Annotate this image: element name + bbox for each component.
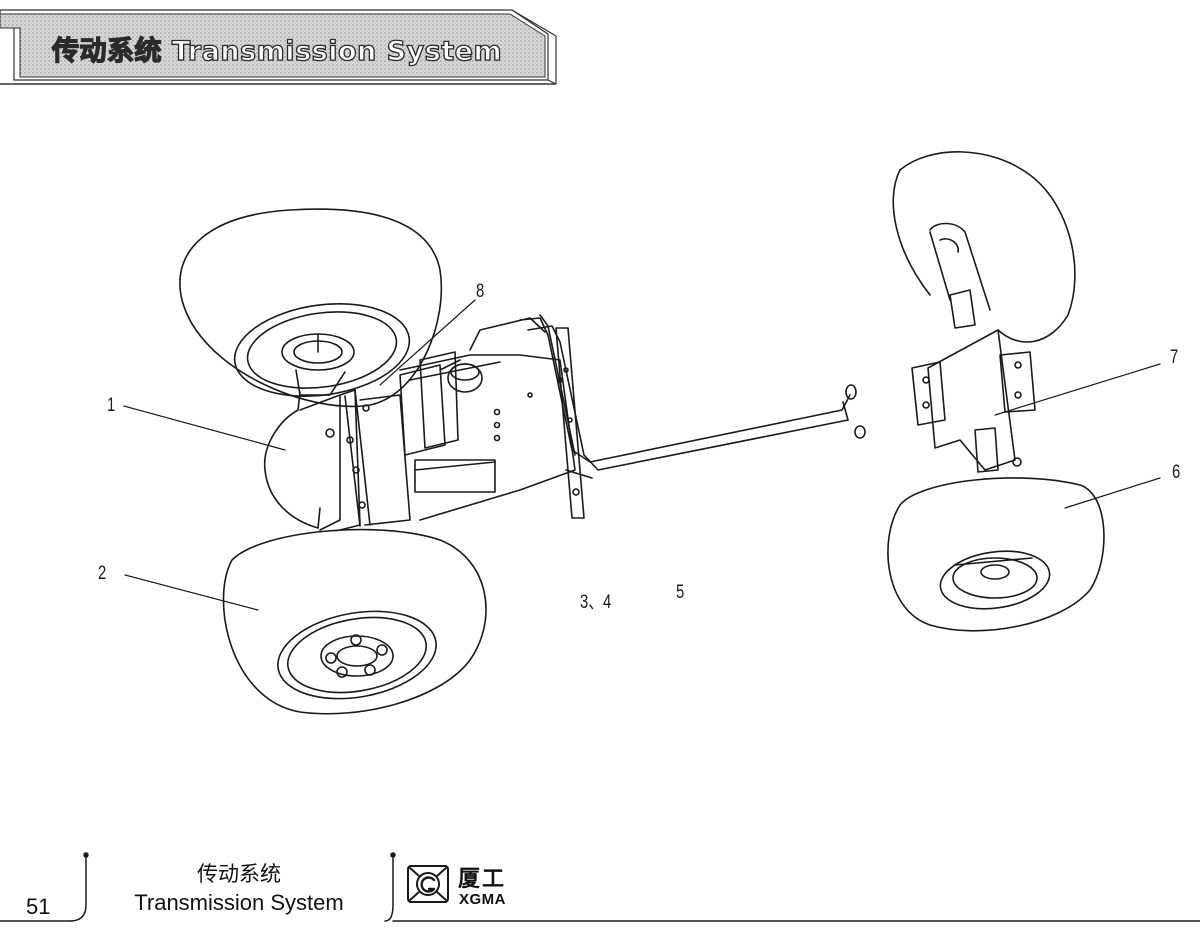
callout-leaders	[123, 299, 1161, 611]
xgma-logo-icon	[407, 865, 449, 903]
footer-title-cn: 传动系统	[197, 862, 281, 886]
page-number: 51	[26, 894, 51, 919]
steer-wheel	[887, 477, 1105, 632]
axle-housing	[263, 354, 576, 531]
transmission-body	[399, 317, 563, 493]
callout-label: 7	[1170, 347, 1179, 368]
callout-label: 2	[98, 563, 107, 584]
rear-left-wheel	[179, 208, 443, 408]
callout-label: 5	[676, 582, 685, 603]
callout-label: 8	[476, 281, 485, 302]
callout-label: 3、4	[580, 592, 612, 613]
header-banner	[0, 9, 557, 85]
brand-name-cn: 厦工	[458, 867, 507, 892]
footer-title-en: Transmission System	[134, 890, 344, 916]
callout-label: 6	[1172, 462, 1181, 483]
rear-right-wheel	[222, 528, 487, 715]
callout-label: 1	[107, 395, 116, 416]
header-title: 传动系统 Transmission System	[51, 35, 503, 67]
hydraulic-pipe	[519, 314, 866, 471]
footer-title: 传动系统 Transmission System	[100, 860, 378, 918]
drive-shaft-bracket	[555, 327, 593, 519]
footer-rules	[0, 852, 1200, 922]
brand-name-en: XGMA	[459, 891, 506, 908]
rear-steer-support	[892, 151, 1076, 473]
